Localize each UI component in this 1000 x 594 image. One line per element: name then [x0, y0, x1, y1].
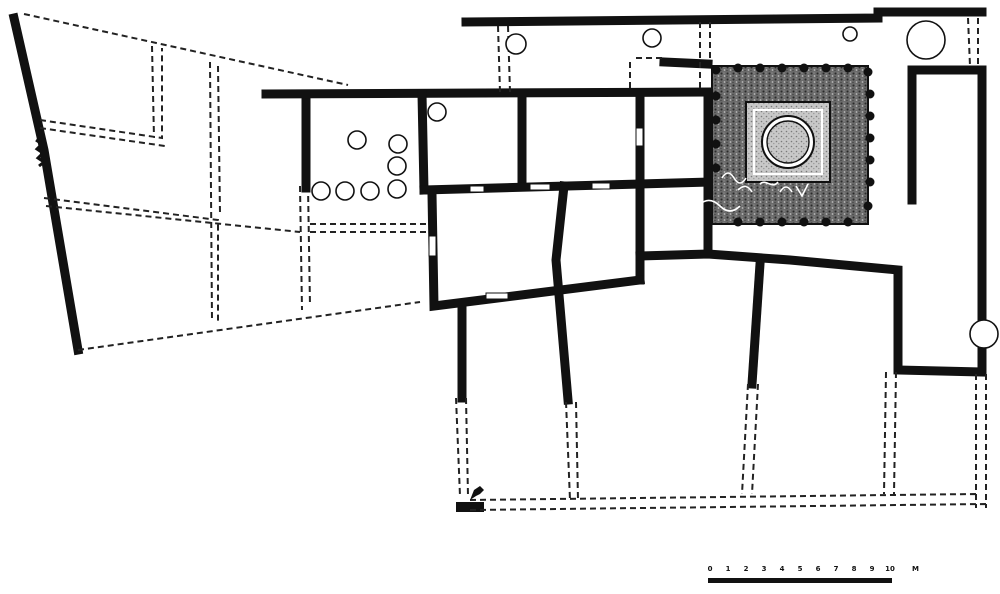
cistern	[842, 26, 858, 42]
dolium	[360, 181, 380, 201]
scale-bar-unit: M	[912, 565, 919, 573]
scale-bar: 0 1 2 3 4 5 6 7 8 9 10 M	[708, 565, 919, 583]
dolium	[427, 102, 447, 122]
dolium	[387, 179, 407, 199]
scale-bar-tick-label: 7	[834, 565, 839, 573]
doorway	[591, 182, 611, 190]
cistern	[906, 20, 946, 60]
columns	[711, 63, 875, 227]
scale-bar-ticks: 0 1 2 3 4 5 6 7 8 9 10	[708, 565, 895, 573]
scale-bar-tick-label: 2	[744, 565, 749, 573]
peristyle-north-stub	[659, 57, 713, 69]
column	[711, 65, 721, 75]
walls	[261, 7, 987, 512]
mosaic-inscription	[699, 172, 809, 212]
scale-bar-tick-label: 3	[762, 565, 767, 573]
east-room-wall	[635, 65, 987, 377]
dolium	[347, 130, 367, 150]
west-dashed-rooms	[39, 45, 311, 323]
cisterns	[505, 20, 999, 349]
column	[711, 139, 721, 149]
dolium	[387, 156, 407, 176]
column	[865, 133, 875, 143]
west-wall-rubble	[34, 138, 47, 168]
column	[711, 115, 721, 125]
cistern	[505, 33, 527, 55]
doorway	[485, 292, 509, 300]
inner-room-wall	[427, 189, 646, 312]
column	[865, 89, 875, 99]
north-front-wall	[261, 87, 713, 99]
north-dashed-walls	[497, 17, 979, 93]
impluvium-inner	[753, 109, 823, 175]
reconstructed-walls	[455, 17, 987, 511]
corridor-wall	[551, 181, 573, 405]
scale-bar-line	[708, 578, 892, 583]
top-north-wall	[461, 7, 987, 27]
column	[777, 217, 787, 227]
scale-bar-tick-label: 4	[780, 565, 785, 573]
peristyle	[699, 63, 875, 227]
column	[865, 177, 875, 187]
statue-base	[470, 486, 484, 500]
dolium	[311, 181, 331, 201]
column	[843, 63, 853, 73]
scale-bar-tick-label: 10	[885, 565, 895, 573]
room-divider-1	[417, 89, 429, 195]
south-wall-stub-2	[747, 259, 765, 389]
dolia-group	[311, 102, 447, 201]
column	[755, 217, 765, 227]
west-wing	[8, 12, 421, 356]
column	[711, 91, 721, 101]
south-pier	[456, 502, 484, 512]
doorway	[428, 235, 437, 257]
column	[777, 63, 787, 73]
column	[711, 163, 721, 173]
scale-bar-tick-label: 0	[708, 565, 713, 573]
storage-room-dashed	[310, 223, 428, 233]
doorway	[635, 127, 644, 147]
cistern	[969, 319, 999, 349]
doorway	[529, 183, 551, 191]
column	[843, 217, 853, 227]
column	[733, 217, 743, 227]
doorway	[469, 185, 485, 193]
column	[821, 63, 831, 73]
south-dashed-walls	[455, 371, 987, 511]
fountain-center	[766, 120, 810, 164]
west-outer-wall	[8, 12, 84, 356]
dolium	[335, 181, 355, 201]
storage-room	[301, 93, 447, 233]
column	[755, 63, 765, 73]
scale-bar-tick-label: 5	[798, 565, 803, 573]
column	[821, 217, 831, 227]
column	[863, 201, 873, 211]
scale-bar-tick-label: 9	[870, 565, 875, 573]
column	[865, 155, 875, 165]
scale-bar-tick-label: 8	[852, 565, 857, 573]
dolium	[388, 134, 408, 154]
scale-bar-tick-label: 1	[726, 565, 731, 573]
column	[799, 63, 809, 73]
cistern	[642, 28, 662, 48]
scale-bar-tick-label: 6	[816, 565, 821, 573]
west-dashed-outline	[23, 13, 421, 351]
column	[799, 217, 809, 227]
column	[863, 67, 873, 77]
column	[865, 111, 875, 121]
doorways	[428, 127, 644, 300]
column	[733, 63, 743, 73]
